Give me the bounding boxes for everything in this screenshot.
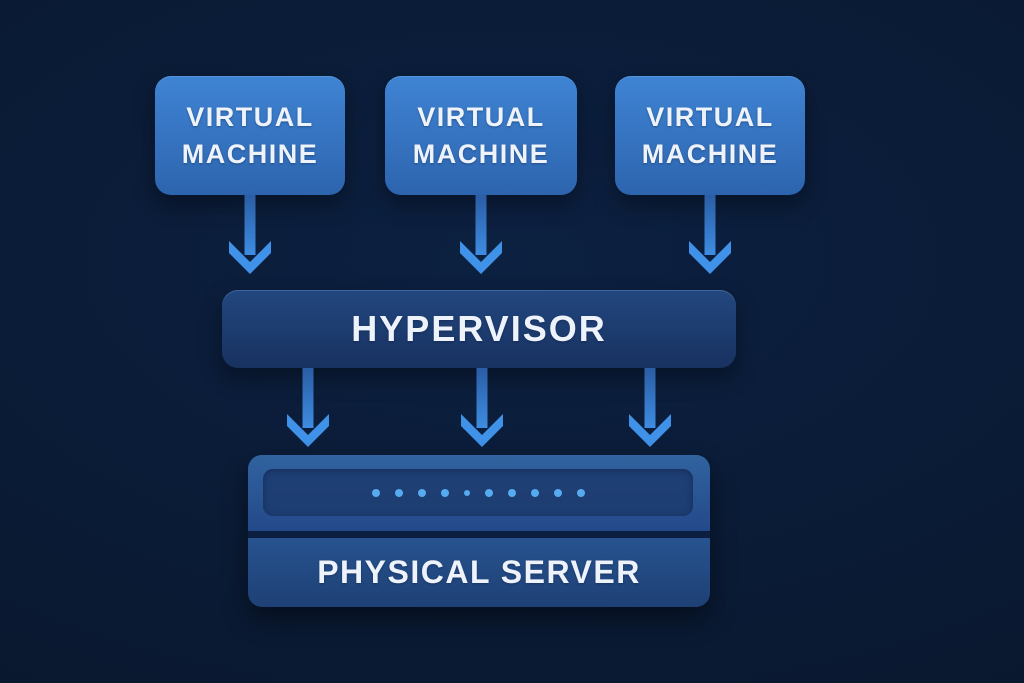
vm-box-1-label-line1: VIRTUAL: [186, 101, 314, 132]
led-dot: [394, 488, 403, 497]
led-panel: [263, 469, 693, 516]
led-dot: [371, 488, 380, 497]
led-dot: [440, 488, 449, 497]
arrow-down-icon-vm3-to-hypervisor: [689, 195, 731, 274]
hypervisor-box: HYPERVISOR: [222, 290, 736, 368]
vm-box-2-label-line1: VIRTUAL: [417, 101, 545, 132]
led-dot: [507, 488, 516, 497]
led-dot: [553, 488, 562, 497]
led-dot: [576, 488, 585, 497]
vm-box-3: VIRTUAL MACHINE: [615, 76, 805, 195]
physical-server-box: PHYSICAL SERVER: [248, 455, 710, 607]
server-divider: [248, 531, 710, 538]
arrow-down-icon-vm2-to-hypervisor: [460, 195, 502, 274]
led-dot: [417, 488, 426, 497]
vm-box-1: VIRTUAL MACHINE: [155, 76, 345, 195]
vm-box-1-label-line2: MACHINE: [181, 138, 319, 169]
vm-box-2-label-line2: MACHINE: [412, 138, 550, 169]
led-dot: [463, 489, 470, 496]
server-label-section: PHYSICAL SERVER: [248, 538, 710, 607]
arrow-down-icon-vm1-to-hypervisor: [229, 195, 271, 274]
vm-box-2: VIRTUAL MACHINE: [385, 76, 577, 195]
vm-box-3-label-line2: MACHINE: [641, 138, 779, 169]
arrow-down-icon-hypervisor-to-server-1: [287, 368, 329, 447]
vm-box-3-label-line1: VIRTUAL: [646, 101, 774, 132]
led-dot: [484, 488, 493, 497]
server-front-panel: [248, 455, 710, 531]
led-dot: [530, 488, 539, 497]
hypervisor-label: HYPERVISOR: [351, 308, 607, 349]
arrow-down-icon-hypervisor-to-server-3: [629, 368, 671, 447]
arrow-down-icon-hypervisor-to-server-2: [461, 368, 503, 447]
physical-server-label: PHYSICAL SERVER: [317, 554, 641, 590]
